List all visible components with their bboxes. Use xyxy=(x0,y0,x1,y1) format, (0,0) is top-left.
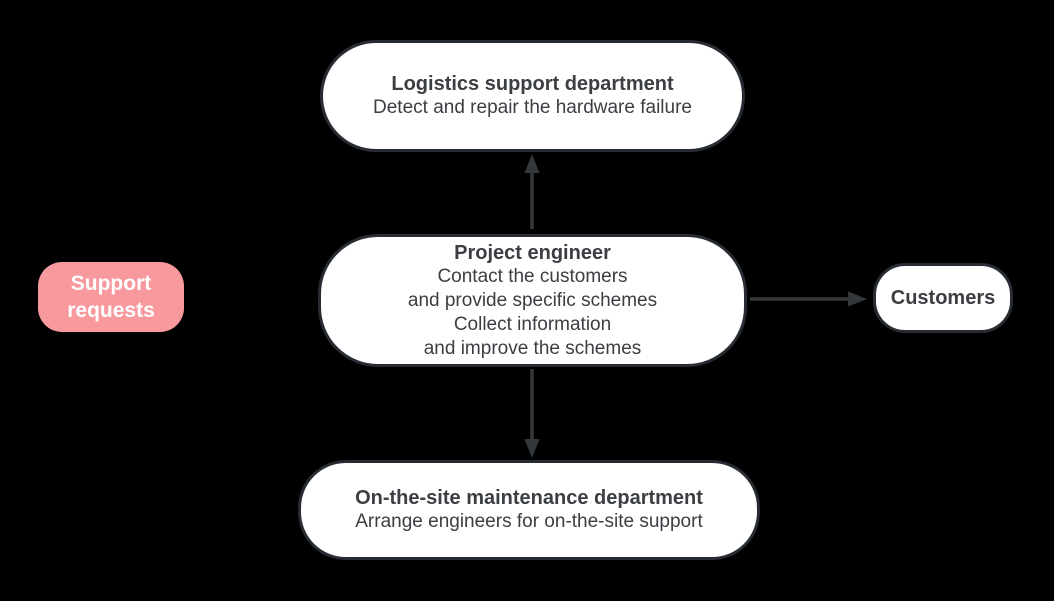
node-support-requests: Support requests xyxy=(38,262,184,332)
node-title: On-the-site maintenance department xyxy=(355,487,703,509)
arrow-engineer-to-maintenance xyxy=(524,369,540,458)
arrowhead-right-icon xyxy=(848,291,867,307)
node-description: Detect and repair the hardware failure xyxy=(373,97,692,118)
node-description-line: Contact the customers xyxy=(437,265,628,287)
node-title: Customers xyxy=(890,287,996,309)
node-project-engineer: Project engineer Contact the customers a… xyxy=(318,234,747,367)
node-description-line: and improve the schemes xyxy=(423,337,642,359)
node-description-line: and provide specific schemes xyxy=(407,289,658,311)
node-title-line: requests xyxy=(67,299,155,322)
arrow-engineer-to-logistics xyxy=(524,154,540,229)
node-title-line: Support xyxy=(70,272,152,295)
node-description: Arrange engineers for on-the-site suppor… xyxy=(355,511,703,532)
node-title: Logistics support department xyxy=(391,73,674,95)
node-customers: Customers xyxy=(873,263,1013,333)
arrowhead-up-icon xyxy=(524,154,540,173)
node-title: Project engineer xyxy=(454,241,611,264)
arrow-engineer-to-customers xyxy=(750,291,867,307)
node-description-line: Collect information xyxy=(453,313,612,335)
node-logistics-support-department: Logistics support department Detect and … xyxy=(320,40,745,152)
arrowhead-down-icon xyxy=(524,439,540,458)
node-maintenance-department: On-the-site maintenance department Arran… xyxy=(298,460,760,560)
